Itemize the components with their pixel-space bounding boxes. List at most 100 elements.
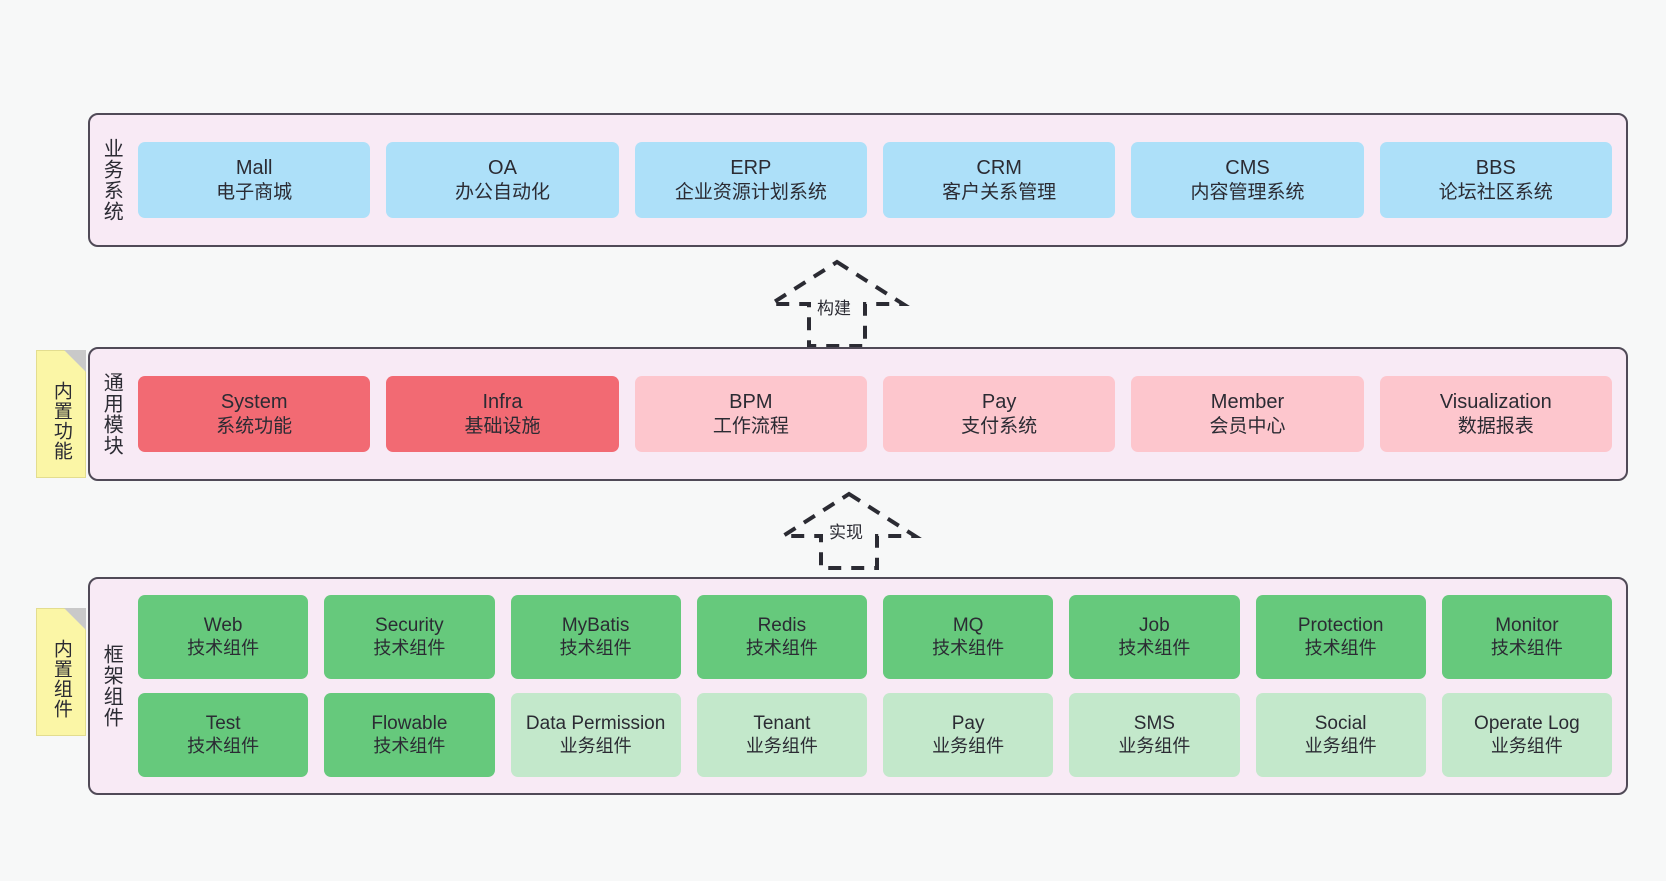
box-desc: 数据报表 [1457, 415, 1534, 437]
connector-implement: 实现 [764, 490, 934, 570]
business-box-cms[interactable]: CMS 内容管理系统 [1131, 142, 1364, 218]
box-name: BBS [1475, 157, 1516, 180]
layer-business-body: Mall 电子商城 OA 办公自动化 ERP 企业资源计划系统 CRM 客户关系… [132, 115, 1626, 245]
component-box-data-permission[interactable]: Data Permission 业务组件 [510, 693, 681, 777]
component-box-flowable[interactable]: Flowable 技术组件 [324, 693, 495, 777]
connector-build: 构建 [752, 258, 922, 350]
connector-build-label: 构建 [815, 294, 853, 319]
box-name: Member [1210, 391, 1285, 414]
layer-business-systems: 业务系统 Mall 电子商城 OA 办公自动化 ERP 企业资源计划系统 CRM… [88, 113, 1628, 247]
component-box-pay[interactable]: Pay 业务组件 [883, 693, 1054, 777]
box-desc: 技术组件 [1118, 637, 1191, 658]
box-name: CRM [976, 157, 1022, 180]
layer-common-modules: 通用模块 System 系统功能 Infra 基础设施 BPM 工作流程 Pay… [88, 347, 1628, 481]
box-name: Visualization [1439, 391, 1552, 414]
box-name: ERP [730, 157, 772, 180]
box-desc: 技术组件 [1490, 637, 1563, 658]
business-box-bbs[interactable]: BBS 论坛社区系统 [1379, 142, 1612, 218]
box-desc: 技术组件 [559, 637, 632, 658]
module-box-system[interactable]: System 系统功能 [138, 376, 371, 452]
box-desc: 业务组件 [1118, 735, 1191, 756]
box-desc: 会员中心 [1209, 415, 1286, 437]
module-box-pay[interactable]: Pay 支付系统 [882, 376, 1116, 452]
layer-framework-body: Web 技术组件 Security 技术组件 MyBatis 技术组件 Redi… [132, 579, 1626, 793]
layer-modules-title: 通用模块 [100, 372, 123, 456]
component-box-test[interactable]: Test 技术组件 [138, 693, 309, 777]
box-name: MyBatis [561, 615, 630, 637]
box-desc: 论坛社区系统 [1438, 181, 1553, 203]
component-box-web[interactable]: Web 技术组件 [138, 595, 309, 679]
box-name: Infra [482, 391, 523, 414]
note-label: 内置功能 [50, 381, 72, 461]
box-name: System [220, 391, 288, 414]
business-box-oa[interactable]: OA 办公自动化 [386, 142, 619, 218]
module-box-visualization[interactable]: Visualization 数据报表 [1379, 376, 1612, 452]
box-desc: 技术组件 [187, 637, 260, 658]
box-desc: 业务组件 [745, 735, 818, 756]
generalization-arrow-shape [764, 259, 910, 348]
framework-tech-row: Web 技术组件 Security 技术组件 MyBatis 技术组件 Redi… [138, 595, 1612, 679]
box-name: SMS [1133, 713, 1175, 735]
box-name: MQ [952, 615, 984, 637]
box-desc: 业务组件 [559, 735, 632, 756]
layer-framework-title: 框架组件 [100, 644, 123, 728]
box-desc: 技术组件 [187, 735, 260, 756]
box-name: Security [375, 615, 444, 637]
component-box-mybatis[interactable]: MyBatis 技术组件 [510, 595, 681, 679]
note-builtin-component: 内置组件 [36, 608, 86, 736]
component-box-tenant[interactable]: Tenant 业务组件 [696, 693, 867, 777]
module-box-bpm[interactable]: BPM 工作流程 [634, 376, 867, 452]
module-box-member[interactable]: Member 会员中心 [1131, 376, 1364, 452]
box-name: Redis [757, 615, 807, 637]
box-desc: 工作流程 [712, 415, 789, 437]
box-name: OA [488, 157, 517, 180]
box-desc: 支付系统 [961, 415, 1038, 437]
box-name: Protection [1297, 615, 1384, 637]
box-desc: 电子商城 [216, 181, 293, 203]
box-desc: 技术组件 [932, 637, 1005, 658]
box-name: CMS [1225, 157, 1270, 180]
box-desc: 技术组件 [373, 735, 446, 756]
module-box-infra[interactable]: Infra 基础设施 [386, 376, 619, 452]
box-desc: 技术组件 [1304, 637, 1377, 658]
box-name: Pay [951, 713, 985, 735]
box-desc: 客户关系管理 [942, 181, 1057, 203]
box-desc: 办公自动化 [454, 181, 550, 203]
modules-row: System 系统功能 Infra 基础设施 BPM 工作流程 Pay 支付系统… [138, 376, 1612, 452]
component-box-social[interactable]: Social 业务组件 [1255, 693, 1426, 777]
business-box-erp[interactable]: ERP 企业资源计划系统 [634, 142, 867, 218]
box-desc: 内容管理系统 [1190, 181, 1305, 203]
box-desc: 业务组件 [932, 735, 1005, 756]
box-desc: 技术组件 [373, 637, 446, 658]
framework-biz-row: Test 技术组件 Flowable 技术组件 Data Permission … [138, 693, 1612, 777]
box-name: Job [1139, 615, 1170, 637]
box-desc: 基础设施 [464, 415, 541, 437]
box-desc: 系统功能 [216, 415, 293, 437]
box-name: BPM [729, 391, 773, 414]
box-desc: 业务组件 [1304, 735, 1377, 756]
box-desc: 企业资源计划系统 [674, 181, 827, 203]
business-box-crm[interactable]: CRM 客户关系管理 [882, 142, 1116, 218]
box-name: Monitor [1495, 615, 1559, 637]
business-row: Mall 电子商城 OA 办公自动化 ERP 企业资源计划系统 CRM 客户关系… [138, 142, 1612, 218]
box-name: Web [203, 615, 243, 637]
box-name: Pay [981, 391, 1017, 414]
component-box-sms[interactable]: SMS 业务组件 [1069, 693, 1240, 777]
component-box-operate-log[interactable]: Operate Log 业务组件 [1441, 693, 1612, 777]
component-box-mq[interactable]: MQ 技术组件 [883, 595, 1054, 679]
business-box-mall[interactable]: Mall 电子商城 [138, 142, 371, 218]
component-box-security[interactable]: Security 技术组件 [324, 595, 495, 679]
box-name: Social [1314, 713, 1367, 735]
component-box-monitor[interactable]: Monitor 技术组件 [1441, 595, 1612, 679]
component-box-protection[interactable]: Protection 技术组件 [1255, 595, 1426, 679]
note-label: 内置组件 [50, 639, 72, 719]
component-box-job[interactable]: Job 技术组件 [1069, 595, 1240, 679]
layer-modules-body: System 系统功能 Infra 基础设施 BPM 工作流程 Pay 支付系统… [132, 349, 1626, 479]
layer-framework-components: 框架组件 Web 技术组件 Security 技术组件 MyBatis 技术组件… [88, 577, 1628, 795]
box-name: Data Permission [525, 713, 666, 735]
component-box-redis[interactable]: Redis 技术组件 [696, 595, 867, 679]
box-name: Test [205, 713, 241, 735]
connector-implement-label: 实现 [827, 518, 865, 543]
box-name: Tenant [753, 713, 811, 735]
